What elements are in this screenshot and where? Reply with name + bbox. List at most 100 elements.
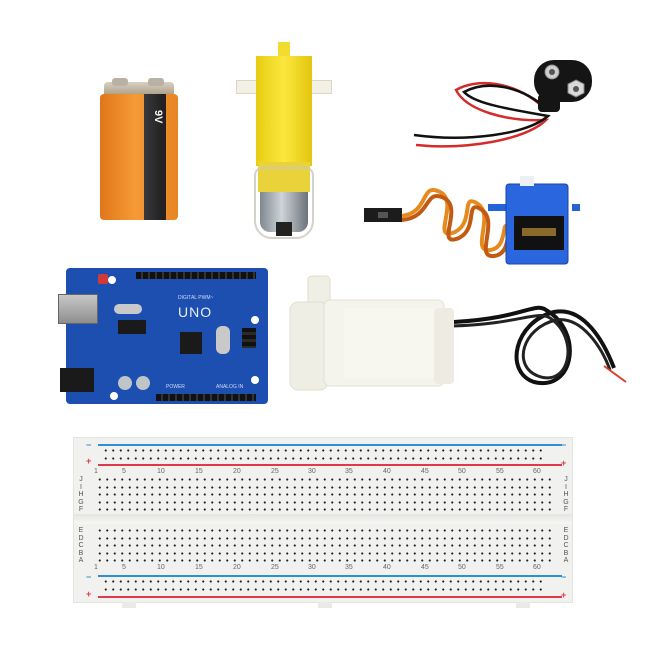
power-analog-header bbox=[156, 394, 256, 401]
battery-terminal bbox=[112, 78, 128, 86]
col-num: 30 bbox=[308, 564, 316, 571]
col-num: 10 bbox=[157, 564, 165, 571]
rail-plus-symbol: + bbox=[86, 456, 92, 466]
col-num: 40 bbox=[383, 468, 391, 475]
terminal-holes-row bbox=[96, 478, 556, 481]
usb-serial-chip bbox=[118, 320, 146, 334]
crystal bbox=[216, 326, 230, 354]
motor-endcap bbox=[276, 222, 292, 236]
column-numbers-top: 1 5 10 15 20 25 30 35 40 45 50 55 60 bbox=[74, 468, 572, 476]
col-num: 45 bbox=[421, 468, 429, 475]
row-label: G bbox=[563, 498, 569, 506]
col-num: 55 bbox=[496, 564, 504, 571]
row-labels-right-top: J I H G F bbox=[562, 476, 570, 514]
pump-icon bbox=[289, 275, 627, 391]
col-num: 60 bbox=[533, 468, 541, 475]
mount-hole bbox=[110, 392, 118, 400]
breadboard-foot bbox=[318, 602, 332, 608]
mount-hole bbox=[251, 316, 259, 324]
rail-plus-symbol: + bbox=[561, 458, 567, 468]
col-num: 50 bbox=[458, 468, 466, 475]
breadboard-foot bbox=[122, 602, 136, 608]
terminal-holes-row bbox=[96, 500, 556, 504]
rail-minus-symbol: − bbox=[561, 440, 567, 450]
row-label: D bbox=[563, 534, 569, 542]
rail-plus-symbol: + bbox=[86, 589, 92, 599]
terminal-holes-row bbox=[96, 536, 556, 540]
col-num: 15 bbox=[195, 468, 203, 475]
row-label: A bbox=[563, 557, 569, 564]
row-label: H bbox=[78, 491, 84, 498]
col-num: 45 bbox=[421, 564, 429, 571]
col-num: 5 bbox=[122, 564, 126, 571]
row-label: F bbox=[563, 506, 569, 513]
breadboard-foot bbox=[516, 602, 530, 608]
terminal-holes-row bbox=[96, 551, 556, 555]
power-rail-holes bbox=[102, 580, 542, 583]
col-num: 25 bbox=[271, 564, 279, 571]
battery-body bbox=[100, 94, 178, 220]
row-label: D bbox=[78, 534, 84, 542]
terminal-holes-row bbox=[96, 529, 556, 532]
terminal-holes-row bbox=[96, 485, 556, 489]
digital-header bbox=[136, 272, 256, 279]
row-labels-left-bottom: E D C B A bbox=[77, 527, 85, 565]
micro-servo bbox=[360, 172, 580, 280]
mount-hole bbox=[251, 376, 259, 384]
row-label: I bbox=[80, 483, 82, 491]
row-label: E bbox=[78, 527, 84, 534]
center-channel bbox=[74, 514, 572, 524]
row-label: B bbox=[563, 549, 569, 557]
col-num: 60 bbox=[533, 564, 541, 571]
rail-minus-symbol: − bbox=[86, 440, 92, 450]
col-num: 20 bbox=[233, 564, 241, 571]
col-num: 50 bbox=[458, 564, 466, 571]
row-labels-right-bottom: E D C B A bbox=[562, 527, 570, 565]
icsp-header bbox=[242, 328, 256, 348]
row-labels-left-top: J I H G F bbox=[77, 476, 85, 514]
gear-motor bbox=[236, 42, 332, 242]
row-label: G bbox=[78, 498, 84, 506]
microcontroller-chip bbox=[180, 332, 202, 354]
water-pump bbox=[284, 272, 640, 402]
capacitor bbox=[118, 376, 132, 390]
rail-line-blue bbox=[98, 444, 562, 446]
row-label: B bbox=[78, 549, 84, 557]
digital-label: DIGITAL PWM~ bbox=[178, 295, 214, 301]
row-label: H bbox=[563, 491, 569, 498]
capacitor bbox=[136, 376, 150, 390]
power-rail-holes bbox=[102, 449, 542, 452]
row-label: E bbox=[563, 527, 569, 534]
row-label: A bbox=[78, 557, 84, 564]
col-num: 35 bbox=[345, 564, 353, 571]
col-num: 5 bbox=[122, 468, 126, 475]
row-label: I bbox=[565, 483, 567, 491]
rail-minus-symbol: − bbox=[561, 572, 567, 582]
rail-plus-symbol: + bbox=[561, 590, 567, 600]
row-label: J bbox=[79, 476, 83, 483]
col-num: 25 bbox=[271, 468, 279, 475]
row-label: J bbox=[564, 476, 568, 483]
power-label: POWER bbox=[166, 384, 185, 390]
gearbox bbox=[256, 56, 312, 166]
rail-minus-symbol: − bbox=[86, 572, 92, 582]
col-num: 1 bbox=[94, 468, 98, 475]
rail-line-blue bbox=[98, 575, 562, 577]
usb-b-port bbox=[58, 294, 98, 324]
terminal-holes-row bbox=[96, 544, 556, 547]
col-num: 20 bbox=[233, 468, 241, 475]
terminal-holes-row bbox=[96, 559, 556, 562]
uno-label: UNO bbox=[178, 304, 213, 320]
arduino-uno-board: DIGITAL PWM~ UNO POWER ANALOG IN bbox=[58, 268, 268, 404]
breadboard: − + − + 1 5 10 15 20 25 30 35 40 45 50 5… bbox=[73, 437, 573, 608]
power-rail-holes bbox=[102, 457, 542, 460]
rail-line-red bbox=[98, 596, 562, 598]
power-rail-holes bbox=[102, 588, 542, 591]
battery-label: 9V bbox=[152, 110, 164, 124]
battery-snap-icon bbox=[413, 60, 592, 148]
pcb bbox=[66, 268, 268, 404]
dc-power-jack bbox=[60, 368, 94, 392]
crystal bbox=[114, 304, 142, 314]
analog-label: ANALOG IN bbox=[216, 384, 244, 390]
col-num: 30 bbox=[308, 468, 316, 475]
